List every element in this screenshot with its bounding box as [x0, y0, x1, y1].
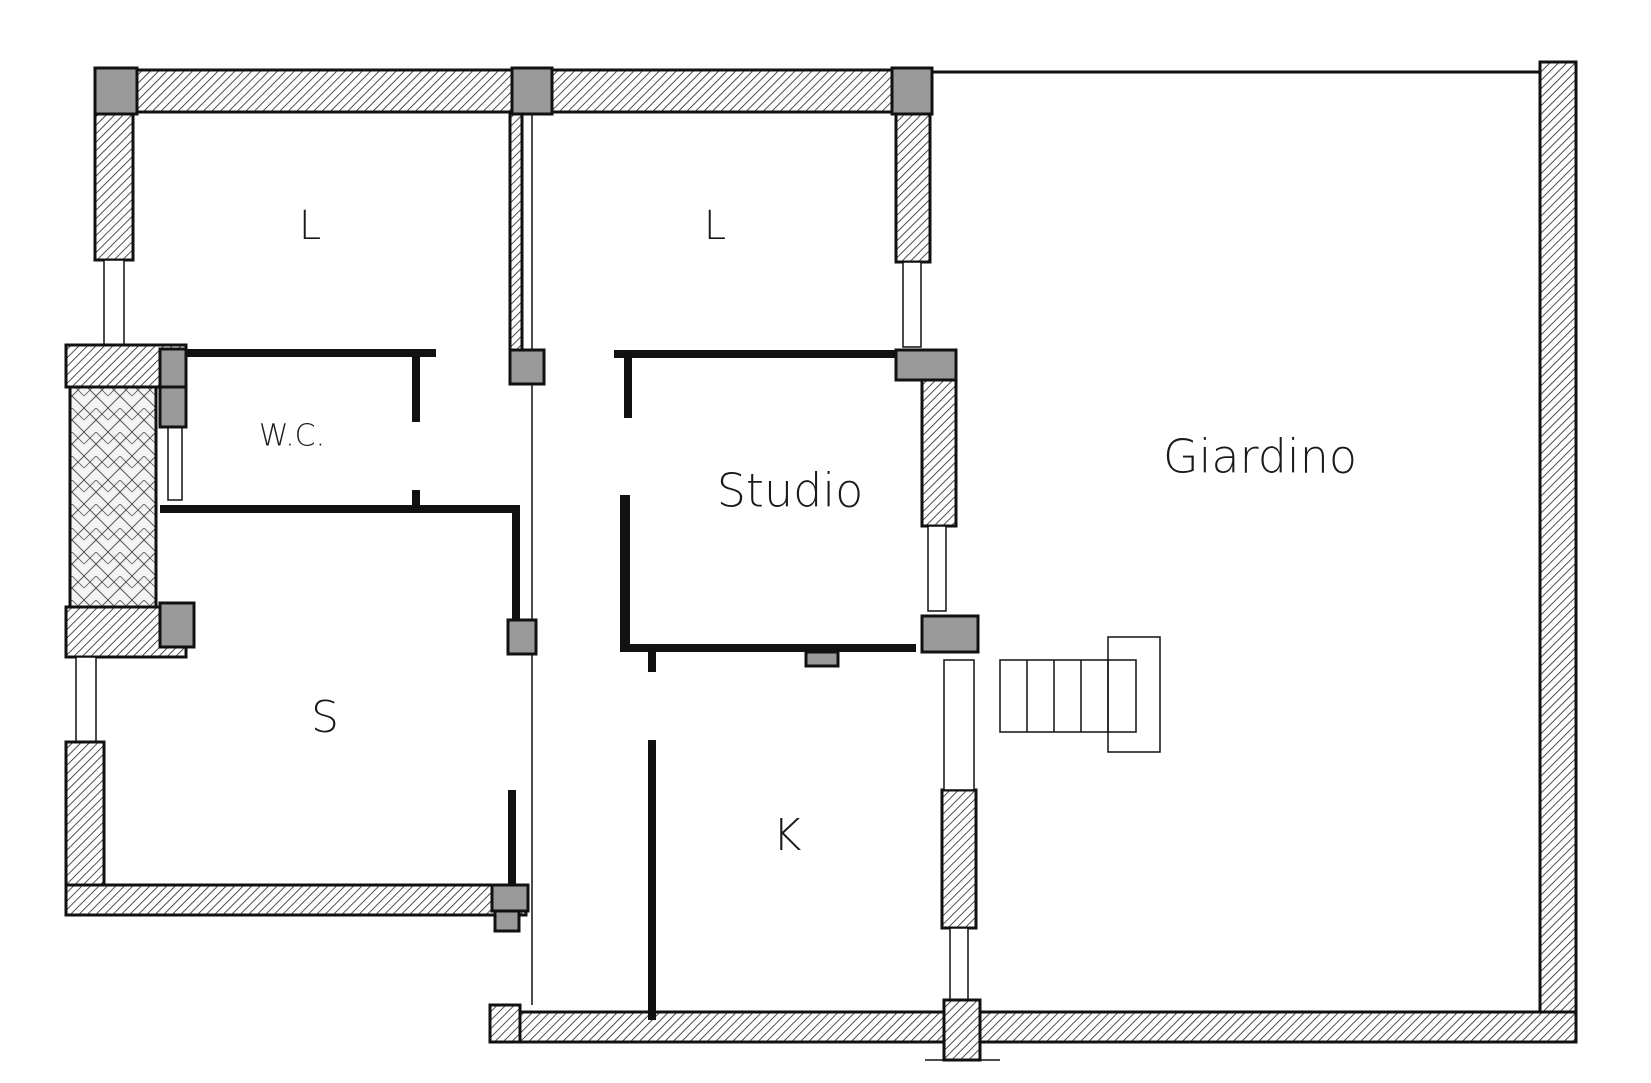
- room-label-k: K: [773, 810, 802, 861]
- door-k-garden: [943, 659, 975, 791]
- wall-studio-left-lower: [620, 495, 630, 645]
- wall-studio-top: [614, 350, 896, 358]
- fireplace-herringbone: [68, 385, 158, 609]
- wall-wc-bottom: [160, 505, 520, 513]
- wall-studio-right: [920, 376, 958, 528]
- column: [158, 347, 188, 389]
- column: [894, 348, 958, 382]
- wall-k-right: [940, 788, 978, 930]
- column: [510, 66, 554, 116]
- column: [942, 998, 982, 1062]
- room-label-studio: Studio: [717, 464, 864, 518]
- wall-wc-top: [186, 349, 436, 357]
- wall-wc-right-lower: [412, 490, 420, 510]
- window-studio: [927, 525, 947, 612]
- wall-left-top: [93, 110, 135, 262]
- wall-studio-left-upper: [624, 358, 632, 418]
- wall-mid-vertical-1: [508, 110, 524, 354]
- wall-studio-bottom: [620, 644, 916, 652]
- column: [920, 614, 980, 654]
- column: [93, 66, 139, 116]
- wall-garden-right: [1538, 60, 1578, 1044]
- column: [804, 650, 840, 668]
- room-label-wc: W.C.: [259, 419, 325, 454]
- wall-k-left: [648, 740, 656, 1020]
- room-label-giardino: Giardino: [1163, 430, 1357, 484]
- room-label-l-left: L: [299, 203, 321, 249]
- wall-left-s: [64, 740, 106, 909]
- column: [506, 618, 538, 656]
- wall-bottom-stub: [488, 1003, 522, 1044]
- bottom-column: [925, 998, 1000, 1062]
- stair-landing: [1107, 636, 1161, 753]
- wall-k-left-top: [648, 652, 656, 672]
- column: [158, 385, 188, 429]
- wall-top: [93, 68, 927, 114]
- window-left-s: [75, 656, 97, 743]
- column: [490, 883, 530, 913]
- wall-right-l: [894, 110, 932, 264]
- room-label-s: S: [311, 692, 339, 743]
- column: [890, 66, 934, 116]
- wall-bottom: [488, 1010, 1578, 1044]
- wall-bottom-s: [64, 883, 528, 917]
- wall-s-right-lower: [508, 790, 516, 885]
- stair-flight: [999, 659, 1137, 733]
- window-left-top: [103, 259, 125, 346]
- columns: [93, 66, 980, 933]
- walls: [64, 60, 1578, 1044]
- room-labels: L L W.C. Studio Giardino S K: [259, 203, 1357, 861]
- wall-wc-right: [412, 357, 420, 422]
- column: [508, 348, 546, 386]
- wall-s-right-upper: [512, 510, 520, 620]
- room-label-l-right: L: [704, 203, 726, 249]
- stairs: [999, 636, 1161, 753]
- column: [158, 601, 196, 649]
- column: [493, 909, 521, 933]
- window-right-l: [902, 261, 922, 348]
